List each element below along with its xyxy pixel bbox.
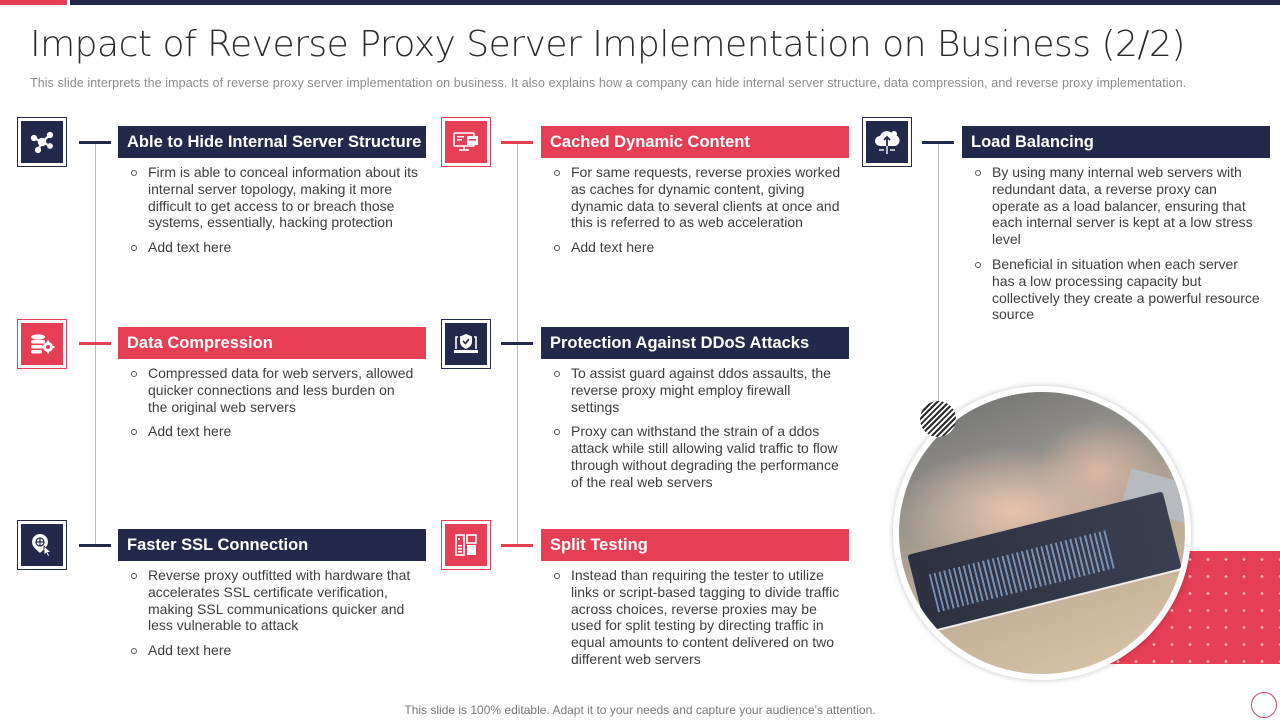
connector — [501, 544, 533, 547]
split-panels-icon-box — [441, 520, 491, 570]
section-heading-load-balancing: Load Balancing — [962, 126, 1270, 158]
bullet-list-ddos-protection: To assist guard against ddos assaults, t… — [551, 365, 841, 499]
photo-hands-reviewing-document — [893, 386, 1191, 680]
bullet-item: Firm is able to conceal information abou… — [128, 164, 418, 231]
section-heading-ssl: Faster SSL Connection — [118, 529, 426, 561]
section-heading-cached-content: Cached Dynamic Content — [541, 126, 849, 158]
bullet-item: Add text here — [128, 423, 418, 440]
bullet-list-hide-structure: Firm is able to conceal information abou… — [128, 164, 418, 264]
bullet-item: Instead than requiring the tester to uti… — [551, 567, 841, 668]
monitor-browser-icon-box — [441, 117, 491, 167]
bullet-item: Add text here — [128, 642, 418, 659]
bullet-item: Beneficial in situation when each server… — [972, 256, 1262, 323]
bullet-item: Reverse proxy outfitted with hardware th… — [128, 567, 418, 634]
laptop-shield-icon-box — [441, 319, 491, 369]
slide-title: Impact of Reverse Proxy Server Implement… — [30, 24, 1185, 65]
bullet-list-data-compression: Compressed data for web servers, allowed… — [128, 365, 418, 448]
bullet-item: Add text here — [551, 239, 841, 256]
section-heading-hide-structure: Able to Hide Internal Server Structure — [118, 126, 426, 158]
section-heading-ddos-protection: Protection Against DDoS Attacks — [541, 327, 849, 359]
top-accent-navy — [70, 0, 1280, 5]
split-panels-icon — [455, 534, 477, 556]
photo-document — [907, 491, 1183, 632]
database-gear-icon-box — [17, 319, 67, 369]
connector — [501, 141, 533, 144]
database-gear-icon — [31, 334, 55, 354]
top-accent-red — [0, 0, 67, 5]
bullet-list-ssl: Reverse proxy outfitted with hardware th… — [128, 567, 418, 667]
bullet-item: Add text here — [128, 239, 418, 256]
cloud-upload-icon — [875, 131, 900, 154]
bullet-item: To assist guard against ddos assaults, t… — [551, 365, 841, 415]
bullet-item: Proxy can withstand the strain of a ddos… — [551, 423, 841, 490]
connector — [501, 342, 533, 345]
timeline-line-right — [938, 143, 939, 405]
corner-circle-decoration — [1251, 692, 1277, 718]
globe-cursor-icon — [32, 534, 52, 558]
connector — [79, 544, 111, 547]
monitor-browser-icon — [453, 132, 478, 151]
cloud-upload-icon-box — [862, 117, 912, 167]
bullet-item: For same requests, reverse proxies worke… — [551, 164, 841, 231]
bullet-item: By using many internal web servers with … — [972, 164, 1262, 248]
laptop-shield-icon — [454, 334, 478, 353]
connector — [79, 141, 111, 144]
bullet-list-cached-content: For same requests, reverse proxies worke… — [551, 164, 841, 264]
section-heading-split-testing: Split Testing — [541, 529, 849, 561]
globe-cursor-icon-box — [17, 520, 67, 570]
slide-subtitle: This slide interprets the impacts of rev… — [30, 76, 1187, 90]
bullet-list-split-testing: Instead than requiring the tester to uti… — [551, 567, 841, 676]
bullet-list-load-balancing: By using many internal web servers with … — [972, 164, 1262, 331]
network-nodes-icon — [30, 131, 54, 154]
connector — [79, 342, 111, 345]
striped-circle-decoration — [920, 401, 956, 437]
section-heading-data-compression: Data Compression — [118, 327, 426, 359]
slide-footer-note: This slide is 100% editable. Adapt it to… — [404, 703, 876, 717]
bullet-item: Compressed data for web servers, allowed… — [128, 365, 418, 415]
network-nodes-icon-box — [17, 117, 67, 167]
connector — [922, 141, 954, 144]
